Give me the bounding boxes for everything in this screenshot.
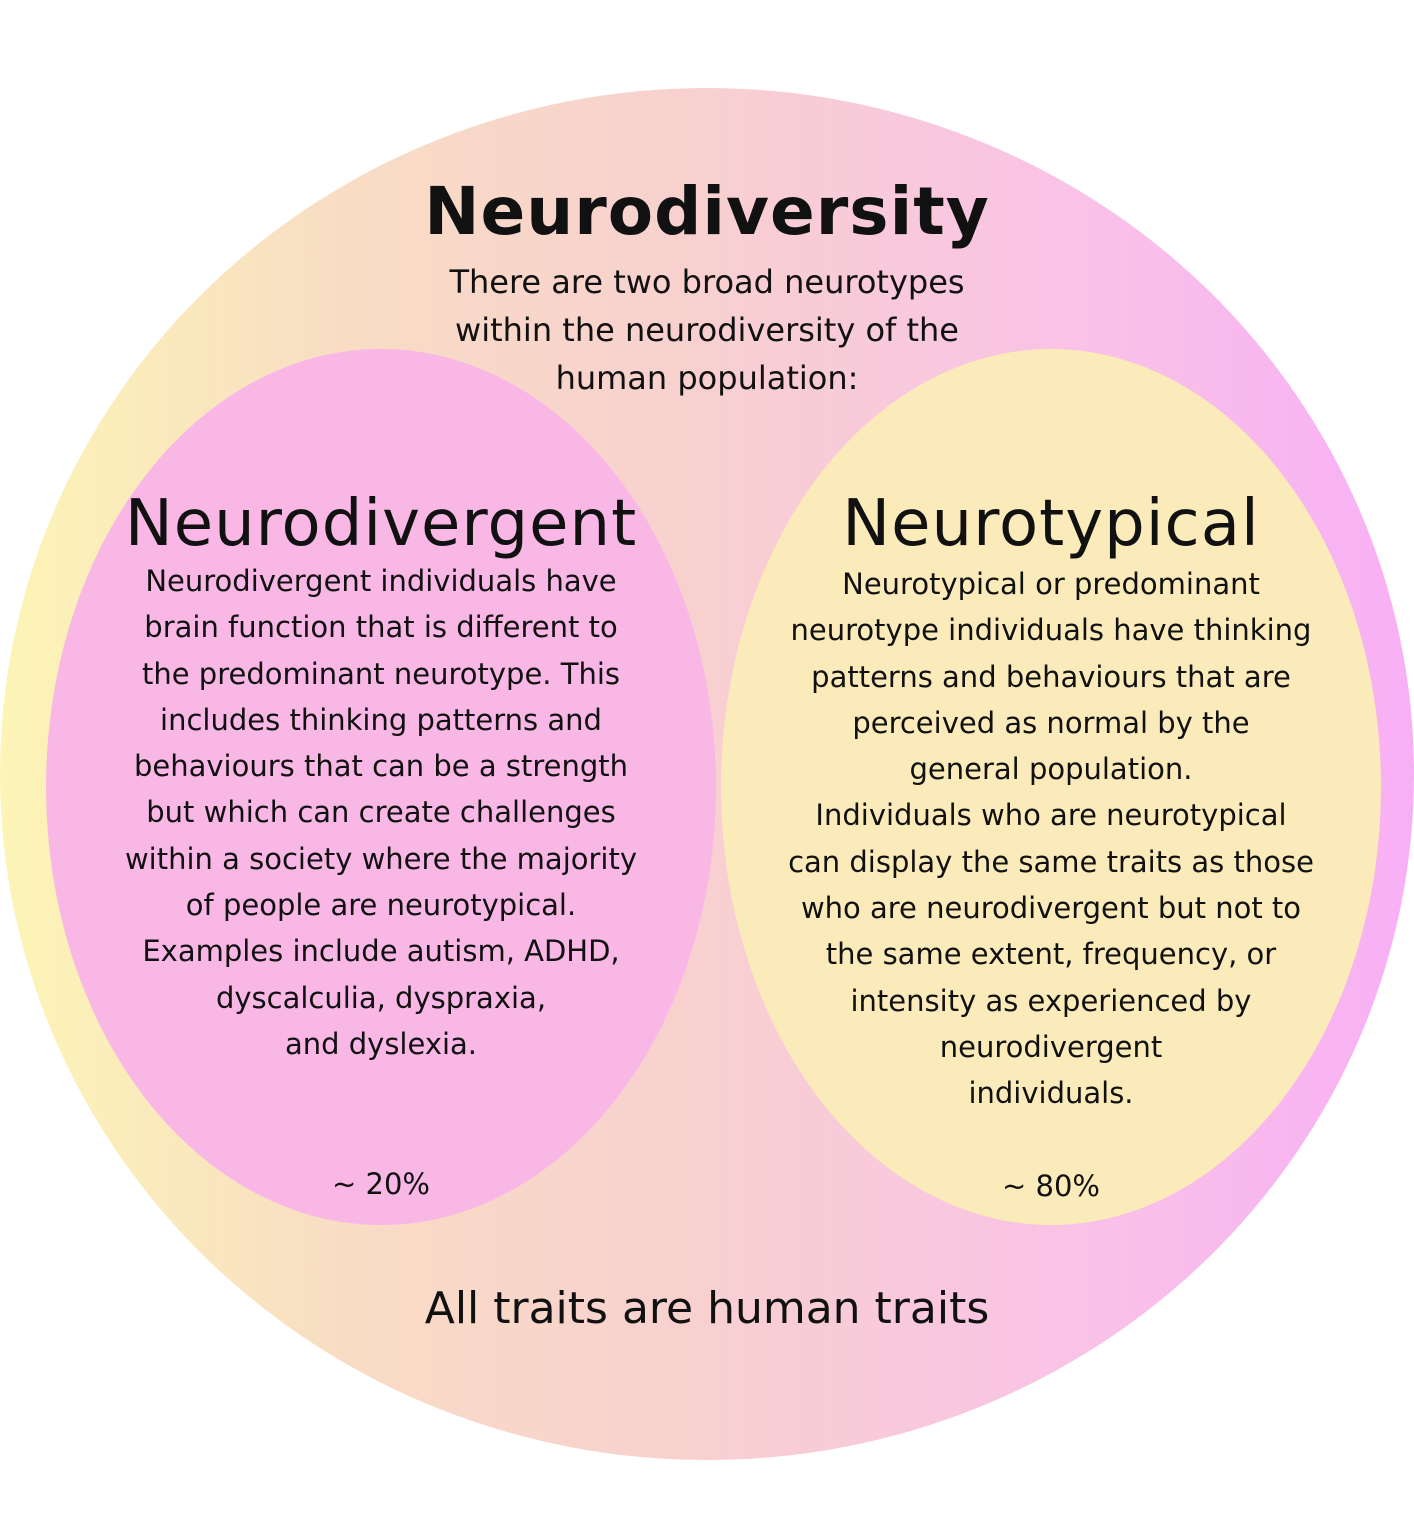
neurotypical-ellipse xyxy=(721,349,1381,1225)
neurotypical-title: Neurotypical xyxy=(842,487,1260,561)
diagram-intro: There are two broad neurotypes within th… xyxy=(449,263,965,397)
footer-caption: All traits are human traits xyxy=(424,1283,990,1334)
diagram-title: Neurodiversity xyxy=(424,173,990,250)
neurodivergent-ellipse xyxy=(46,349,716,1225)
neurodivergent-title: Neurodivergent xyxy=(124,487,638,561)
neurotypical-percentage: ~ 80% xyxy=(1002,1169,1100,1203)
neurodivergent-description: Neurodivergent individuals have brain fu… xyxy=(124,564,638,1061)
neurotypical-description: Neurotypical or predominant neurotype in… xyxy=(788,567,1314,1111)
neurodivergent-percentage: ~ 20% xyxy=(332,1167,430,1201)
